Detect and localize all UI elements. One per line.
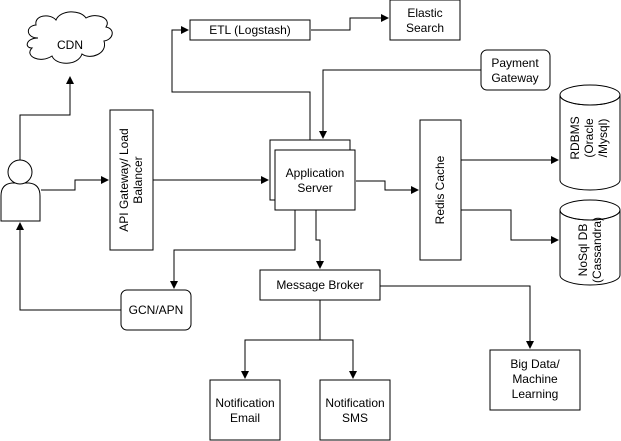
nosql-database-icon: NoSql DB (Cassandra) <box>559 199 621 286</box>
edge-broker-bigdata <box>380 285 534 349</box>
app-server-label-line2: Server <box>297 181 332 195</box>
rdbms-label-line3: /Mysql) <box>596 119 610 158</box>
cdn-label: CDN <box>57 38 83 52</box>
etl-node: ETL (Logstash) <box>189 19 311 41</box>
edge-broker-email <box>241 300 321 379</box>
user-icon <box>0 159 41 222</box>
api-gateway-label-line2: Balancer <box>131 156 145 203</box>
elastic-node: Elastic Search <box>389 0 461 41</box>
edge-app-gcn <box>170 210 296 289</box>
edge-etl-elastic <box>311 14 389 31</box>
gcn-apn-node: GCN/APN <box>120 289 192 331</box>
edge-app-etl <box>171 26 311 140</box>
api-gateway-label-line1: API Gateway/ Load <box>117 128 131 231</box>
elastic-label-line1: Elastic <box>407 6 442 20</box>
notification-sms-node: Notification SMS <box>319 379 391 441</box>
nosql-label-line2: (Cassandra) <box>590 217 604 283</box>
rdbms-label-line2: (Oracle <box>582 118 596 158</box>
edge-user-api <box>41 176 109 191</box>
rdbms-database-icon: RDBMS (Oracle /Mysql) <box>559 84 621 191</box>
rdbms-label-line1: RDBMS <box>568 116 582 159</box>
redis-label: Redis Cache <box>433 155 447 224</box>
application-server-node: Application Server <box>269 139 356 211</box>
connectors <box>16 14 559 379</box>
edge-broker-sms <box>320 339 357 379</box>
etl-label: ETL (Logstash) <box>209 23 291 37</box>
nosql-label-line1: NoSql DB <box>576 224 590 277</box>
edge-redis-nosql <box>461 209 559 244</box>
payment-label-line1: Payment <box>491 56 539 70</box>
big-data-label-line2: Machine <box>512 372 558 386</box>
message-broker-node: Message Broker <box>259 269 381 301</box>
big-data-node: Big Data/ Machine Learning <box>489 349 581 411</box>
big-data-label-line1: Big Data/ <box>510 357 560 371</box>
notif-email-label-line2: Email <box>230 411 260 425</box>
payment-label-line2: Gateway <box>491 71 538 85</box>
notif-sms-label-line2: SMS <box>342 411 368 425</box>
redis-cache-node: Redis Cache <box>419 119 462 261</box>
api-gateway-node: API Gateway/ Load Balancer <box>109 109 154 251</box>
notif-email-label-line1: Notification <box>215 396 274 410</box>
payment-gateway-node: Payment Gateway <box>480 49 551 91</box>
notif-sms-label-line1: Notification <box>325 396 384 410</box>
edge-user-cdn <box>19 76 74 160</box>
elastic-label-line2: Search <box>406 21 444 35</box>
big-data-label-line3: Learning <box>512 387 559 401</box>
edge-gcn-user <box>16 222 121 311</box>
edge-app-broker <box>315 210 324 269</box>
edge-app-redis <box>356 180 419 194</box>
notification-email-node: Notification Email <box>209 379 281 441</box>
gcn-label: GCN/APN <box>129 303 184 317</box>
app-server-label-line1: Application <box>286 166 345 180</box>
broker-label: Message Broker <box>276 278 363 292</box>
edge-payment-app <box>319 69 481 139</box>
cdn-cloud-icon: CDN <box>26 11 113 64</box>
